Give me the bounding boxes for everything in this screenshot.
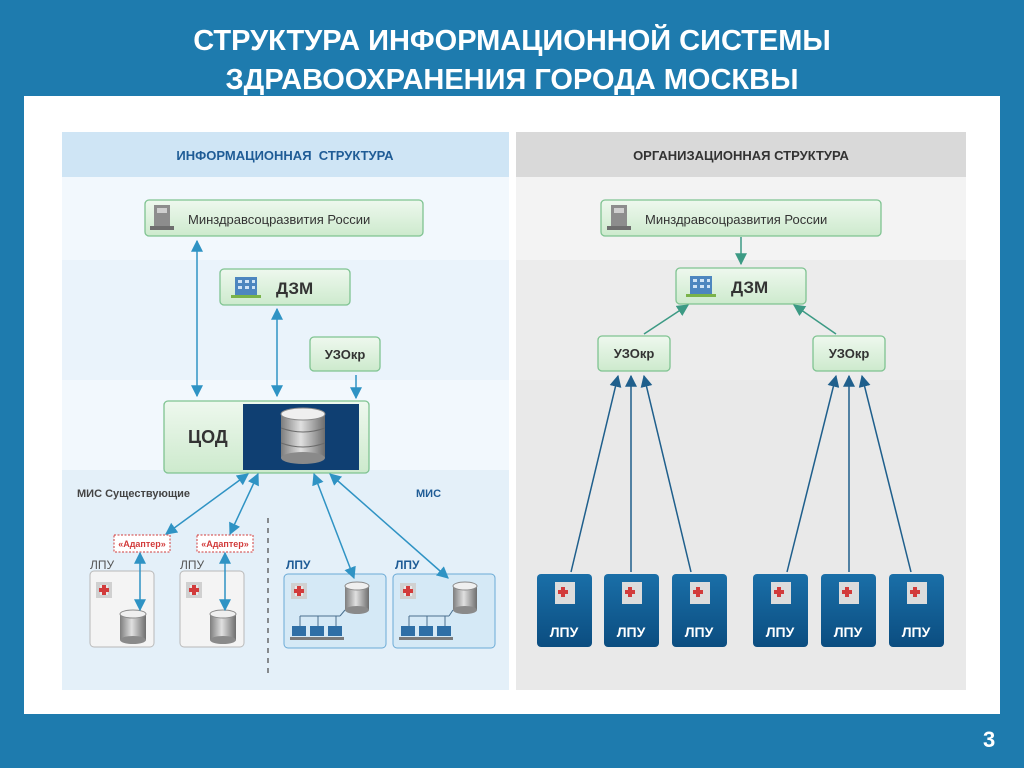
right-lpu-4: ЛПУ: [753, 574, 808, 647]
right-ministry-label: Минздравсоцразвития России: [645, 212, 827, 227]
hospital-icon: [186, 582, 202, 598]
info-structure-header: ИНФОРМАЦИОННАЯ СТРУКТУРА: [176, 148, 394, 163]
right-uzokr-right-label: УЗОкр: [829, 346, 870, 361]
right-lpu-5-label: ЛПУ: [834, 624, 863, 640]
hospital-icon: [839, 582, 859, 604]
left-ministry-label: Минздравсоцразвития России: [188, 212, 370, 227]
left-dzm-label: ДЗМ: [276, 279, 313, 298]
database-icon: [280, 407, 326, 464]
hospital-icon: [690, 582, 710, 604]
lpu-mis-1: ЛПУ: [283, 558, 387, 649]
hospital-icon: [771, 582, 791, 604]
computer-icons: [399, 626, 453, 640]
right-lpu-3: ЛПУ: [672, 574, 727, 647]
right-lpu-3-label: ЛПУ: [685, 624, 714, 640]
right-lpu-1-label: ЛПУ: [550, 624, 579, 640]
cod-label: ЦОД: [188, 427, 228, 447]
right-uzokr-left-label: УЗОкр: [614, 346, 655, 361]
adapter-1-label: «Адаптер»: [118, 539, 166, 549]
lpu-existing-2-label: ЛПУ: [180, 558, 205, 572]
hospital-icon: [555, 582, 575, 604]
database-icon: [452, 581, 478, 614]
right-dzm-node: ДЗМ: [675, 267, 807, 305]
right-lpu-2-label: ЛПУ: [617, 624, 646, 640]
right-lpu-6-label: ЛПУ: [902, 624, 931, 640]
right-lpu-tiles: ЛПУ ЛПУ ЛПУ ЛПУ ЛПУ ЛПУ: [537, 574, 944, 647]
left-ministry-node: Минздравсоцразвития России: [144, 199, 424, 237]
hospital-icon: [622, 582, 642, 604]
right-lpu-2: ЛПУ: [604, 574, 659, 647]
right-lpu-1: ЛПУ: [537, 574, 592, 647]
title-line-1: СТРУКТУРА ИНФОРМАЦИОННОЙ СИСТЕМЫ: [193, 25, 831, 57]
left-uzokr-label: УЗОкр: [325, 347, 366, 362]
cod-node: ЦОД: [163, 400, 370, 474]
org-structure-header: ОРГАНИЗАЦИОННАЯ СТРУКТУРА: [633, 148, 849, 163]
adapter-2-label: «Адаптер»: [201, 539, 249, 549]
right-top-arrows: [643, 237, 837, 335]
adapter-box-1: «Адаптер»: [113, 534, 171, 553]
right-ministry-node: Минздравсоцразвития России: [600, 199, 882, 237]
right-bottom-arrows: [570, 374, 912, 573]
mis-existing-label: МИС Существующие: [77, 488, 190, 500]
network-icon: [299, 609, 346, 626]
database-icon: [344, 581, 370, 614]
right-dzm-label: ДЗМ: [731, 278, 768, 297]
building-icon: [231, 277, 261, 298]
hospital-icon: [291, 583, 307, 599]
left-dzm-node: ДЗМ: [219, 268, 351, 306]
lpu-existing-1-label: ЛПУ: [90, 558, 115, 572]
building-icon: [686, 276, 716, 297]
right-uzokr-right-node: УЗОкр: [812, 335, 886, 372]
hospital-icon: [96, 582, 112, 598]
lpu-mis-2-label: ЛПУ: [395, 558, 420, 572]
lpu-existing-2: ЛПУ: [179, 558, 245, 648]
left-top-arrows: [191, 239, 362, 400]
lpu-mis-2: ЛПУ: [392, 558, 496, 649]
hospital-icon: [907, 582, 927, 604]
title-line-2: ЗДРАВООХРАНЕНИЯ ГОРОДА МОСКВЫ: [225, 64, 799, 96]
database-icon: [209, 609, 237, 644]
right-uzokr-left-node: УЗОкр: [597, 335, 671, 372]
left-uzokr-node: УЗОкр: [309, 336, 381, 372]
database-icon: [119, 609, 147, 644]
ministry-icon: [607, 205, 631, 230]
mis-label: МИС: [416, 488, 441, 500]
right-lpu-6: ЛПУ: [889, 574, 944, 647]
right-lpu-4-label: ЛПУ: [766, 624, 795, 640]
network-icon: [408, 609, 454, 626]
ministry-icon: [150, 205, 174, 230]
page-number: 3: [983, 727, 996, 752]
left-bottom-arrows: [134, 472, 449, 612]
lpu-existing-1: ЛПУ: [89, 558, 155, 648]
lpu-mis-1-label: ЛПУ: [286, 558, 311, 572]
computer-icons: [290, 626, 344, 640]
hospital-icon: [400, 583, 416, 599]
slide-title: СТРУКТУРА ИНФОРМАЦИОННОЙ СИСТЕМЫ ЗДРАВОО…: [0, 22, 1024, 100]
right-lpu-5: ЛПУ: [821, 574, 876, 647]
adapter-box-2: «Адаптер»: [196, 534, 254, 553]
organizational-structure-section: ОРГАНИЗАЦИОННАЯ СТРУКТУРА: [516, 132, 966, 690]
